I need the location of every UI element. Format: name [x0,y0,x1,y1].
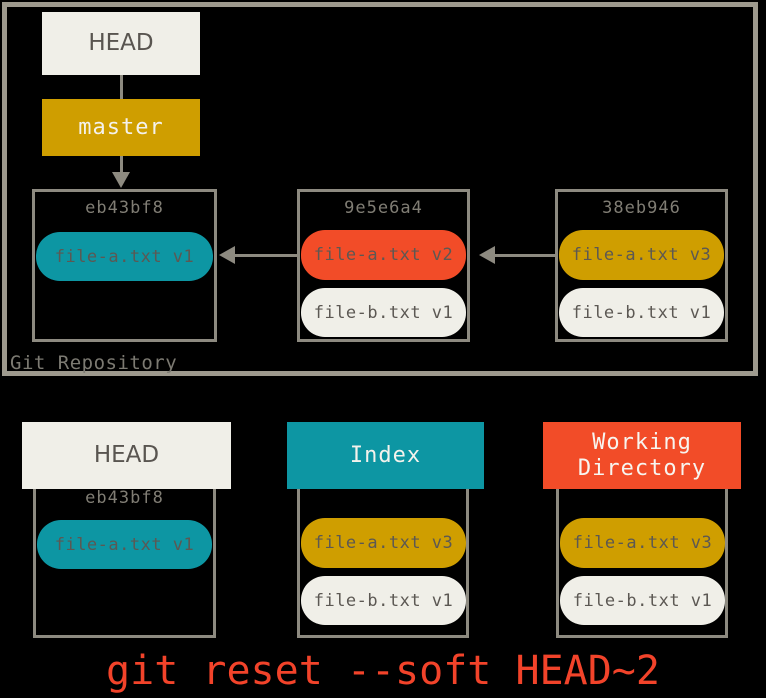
area-header-label-line1: Working [592,430,692,456]
area-header-working-directory: Working Directory [543,422,741,489]
commit-hash-2: 9e5e6a4 [344,198,423,218]
area-header-label-line2: Directory [577,455,707,481]
file-label: file-a.txt v3 [313,533,454,553]
commit-box-2: 9e5e6a4 [297,189,470,342]
file-label: file-a.txt v1 [54,246,195,267]
commit-box-3: 38eb946 [555,189,728,342]
commit2-to-commit1-arrowhead [219,246,235,264]
area-index-file-0: file-a.txt v3 [301,518,466,568]
commit-box-1: eb43bf8 [32,189,217,342]
area-header-index: Index [287,422,484,489]
commit-hash-3: 38eb946 [602,198,681,218]
head-ref-label: HEAD [88,30,154,57]
file-label: file-a.txt v3 [572,533,713,553]
git-repository-frame [2,2,758,376]
file-label: file-b.txt v1 [572,590,713,611]
area-header-label: Index [349,442,422,468]
area-wd-file-0: file-a.txt v3 [560,518,725,568]
commit3-to-commit2-arrowhead [479,246,495,264]
area-index-file-1: file-b.txt v1 [301,576,466,625]
file-label: file-a.txt v2 [313,245,454,265]
master-to-commit-connector [120,156,123,178]
file-label: file-b.txt v1 [571,302,712,323]
head-ref-box: HEAD [42,12,200,75]
area-head-file-0: file-a.txt v1 [37,520,212,569]
commit-3-file-1: file-b.txt v1 [559,288,724,337]
commit-2-file-0: file-a.txt v2 [301,230,466,280]
area-wd-file-1: file-b.txt v1 [560,576,725,625]
master-branch-label: master [78,114,164,140]
area-header-head: HEAD [22,422,231,489]
master-branch-box: master [42,99,200,156]
commit-3-file-0: file-a.txt v3 [559,230,724,280]
commit-hash-1: eb43bf8 [85,198,164,218]
commit-1-file-0: file-a.txt v1 [36,232,213,281]
file-label: file-a.txt v1 [54,534,195,555]
commit-2-file-1: file-b.txt v1 [301,288,466,337]
file-label: file-b.txt v1 [313,590,454,611]
head-to-master-connector [120,75,123,99]
commit2-to-commit1-line [235,254,297,257]
master-to-commit-arrowhead [112,172,130,188]
area-header-label: HEAD [93,442,160,469]
area-head-hash: eb43bf8 [85,488,164,508]
file-label: file-a.txt v3 [571,245,712,265]
command-caption: git reset --soft HEAD~2 [106,648,660,694]
git-repository-label: Git Repository [10,352,178,374]
commit3-to-commit2-line [495,254,555,257]
file-label: file-b.txt v1 [313,302,454,323]
